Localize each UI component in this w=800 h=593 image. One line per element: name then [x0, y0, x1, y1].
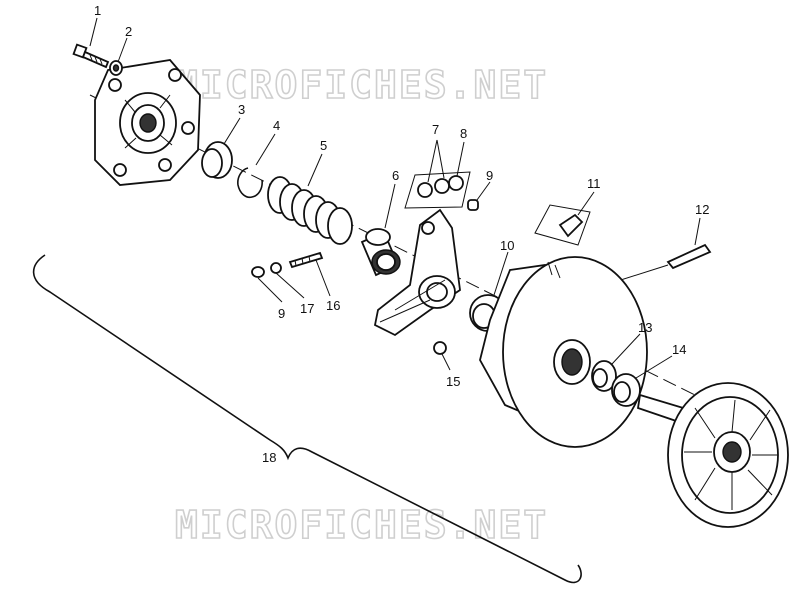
- callout-2: 2: [125, 24, 132, 39]
- pin-right: [467, 199, 479, 211]
- washer: [109, 60, 123, 76]
- callout-12: 12: [695, 202, 709, 217]
- callout-9-left: 9: [278, 306, 285, 321]
- movable-sheave: [479, 256, 648, 448]
- cam-weight: [534, 204, 591, 246]
- callout-8: 8: [460, 126, 467, 141]
- nuts: [404, 171, 471, 209]
- callout-13: 13: [638, 320, 652, 335]
- assembly-bracket: [32, 254, 582, 584]
- callout-3: 3: [238, 102, 245, 117]
- pin-assembly: [251, 251, 324, 278]
- callout-7: 7: [432, 122, 439, 137]
- callout-18: 18: [262, 450, 276, 465]
- callout-4: 4: [273, 118, 280, 133]
- watermark-top: MICROFICHES.NET: [175, 63, 548, 107]
- snap-ring: [237, 167, 263, 199]
- spring: [267, 176, 353, 245]
- cover-plate: [94, 59, 201, 186]
- callout-17: 17: [300, 301, 314, 316]
- spider-bracket: [373, 208, 461, 337]
- callout-10: 10: [500, 238, 514, 253]
- callout-1: 1: [94, 3, 101, 18]
- small-nut: [433, 341, 447, 355]
- callout-16: 16: [326, 298, 340, 313]
- callout-5: 5: [320, 138, 327, 153]
- bolt: [72, 43, 110, 69]
- callout-6: 6: [392, 168, 399, 183]
- callout-11: 11: [587, 176, 601, 191]
- callout-9-right: 9: [486, 168, 493, 183]
- bushing-ring: [201, 141, 233, 179]
- roller-bearing: [360, 228, 401, 277]
- fixed-sheave: [636, 382, 789, 528]
- shaft-ring: [611, 373, 641, 407]
- callout-15: 15: [446, 374, 460, 389]
- watermark-bottom: MICROFICHES.NET: [175, 503, 548, 547]
- shaft-bushing: [591, 360, 617, 392]
- callout-14: 14: [672, 342, 686, 357]
- leader-lines: [89, 17, 701, 379]
